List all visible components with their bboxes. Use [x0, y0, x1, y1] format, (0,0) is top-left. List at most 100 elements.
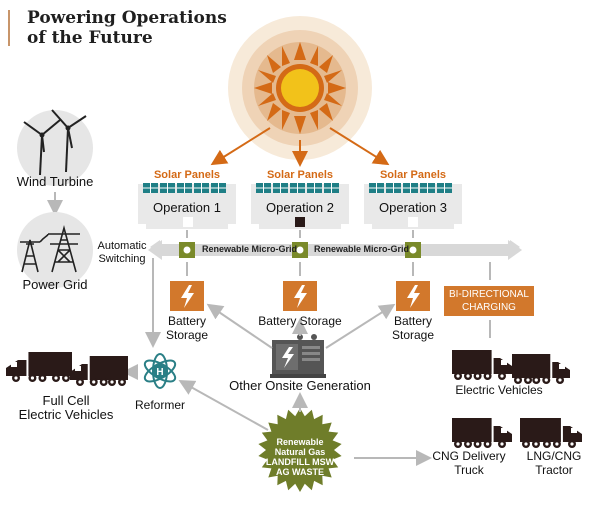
truck-hub [110, 380, 114, 384]
op1-solar-label: Solar Panels [153, 169, 221, 181]
truck-hub [456, 442, 460, 446]
reformer-icon-letter: H [156, 367, 163, 378]
truck-trailer [520, 418, 561, 442]
renewable-gas-label: Renewable Natural Gas LANDFILL MSW AG WA… [262, 437, 338, 477]
reformer-icon [143, 353, 177, 389]
truck-hub [466, 442, 470, 446]
gas-to-reformer-arrow [178, 380, 269, 431]
page-title: Powering Operations of the Future [27, 8, 247, 48]
truck-hub [500, 442, 504, 446]
electric-vehicles-label: Electric Vehicles [455, 383, 543, 397]
truck-trailer [512, 354, 551, 378]
truck-hub [476, 442, 480, 446]
truck-hub [516, 378, 520, 382]
title-line-2: of the Future [27, 28, 153, 48]
microgrid-nodes [179, 242, 421, 258]
truck-hub [456, 374, 460, 378]
ev-truck-2 [512, 354, 570, 384]
operation-2-label: Operation 2 [266, 200, 334, 215]
solar-panel-icon [143, 183, 452, 193]
truck-trailer [452, 350, 492, 374]
truck-hub [486, 442, 490, 446]
truck-hub [570, 442, 574, 446]
gen-to-battery3-arrow [325, 303, 396, 349]
truck-hub [544, 378, 548, 382]
battery-bolt [294, 285, 307, 308]
fuel-cell-label: Full Cell Electric Vehicles [8, 394, 124, 422]
truck-cab [493, 426, 512, 442]
truck-hub [555, 442, 559, 446]
truck-window [501, 360, 507, 365]
truck-hub [64, 376, 68, 380]
battery-2-line-1: Battery Storage [258, 314, 342, 328]
battery-1-line-2: Storage [165, 328, 209, 342]
truck-window [501, 428, 507, 433]
generator-icon [270, 334, 326, 378]
truck-cab [552, 362, 570, 378]
truck-hub [54, 376, 58, 380]
sun-icon [228, 16, 372, 160]
battery-3-line-2: Storage [391, 328, 435, 342]
truck-hub [534, 442, 538, 446]
truck-hub [534, 378, 538, 382]
truck-trailer [89, 356, 128, 380]
truck-cab [493, 358, 512, 374]
battery-icon [170, 281, 430, 311]
truck-cab [6, 360, 27, 376]
truck-hub [524, 442, 528, 446]
truck-window [571, 428, 577, 433]
truck-cab [70, 364, 88, 380]
title-line-1: Powering Operations [27, 8, 227, 28]
gas-burst-icon [258, 408, 342, 492]
truck-hub [486, 374, 490, 378]
onsite-generation-label: Other Onsite Generation [229, 378, 371, 393]
truck-hub [558, 378, 562, 382]
gas-line-1: Renewable [276, 437, 324, 447]
truck-window [559, 364, 565, 369]
fuel-cell-truck-2 [70, 356, 128, 386]
fuel-cell-truck-1 [6, 352, 72, 382]
truck-hub [500, 374, 504, 378]
battery-bolt [407, 285, 420, 308]
truck-hub [476, 374, 480, 378]
truck-hub [466, 374, 470, 378]
truck-hub [30, 376, 35, 380]
lng-tractor-line-2: Tractor [535, 463, 573, 477]
battery-3-line-1: Battery [393, 314, 432, 328]
lng-tractor [520, 418, 582, 448]
truck-trailer [452, 418, 492, 442]
sun-arrow-op1 [210, 127, 271, 166]
op3-solar-label: Solar Panels [379, 169, 447, 181]
gas-line-3: LANDFILL MSW [265, 457, 335, 467]
truck-hub [120, 380, 124, 384]
truck-trailer [28, 352, 72, 376]
automatic-switching-line-1: Automatic [97, 240, 147, 252]
lng-tractor-label: LNG/CNG Tractor [516, 449, 592, 477]
sun-arrow-op3 [329, 127, 390, 166]
truck-hub [526, 378, 530, 382]
power-grid-label: Power Grid [22, 277, 88, 292]
battery-1-line-1: Battery [167, 314, 206, 328]
microgrid-node-dot [183, 246, 191, 254]
truck-icon [6, 350, 582, 448]
truck-hub [40, 376, 45, 380]
gas-line-2: Natural Gas [274, 447, 326, 457]
bidirectional-line-1: BI-DIRECTIONAL [448, 289, 529, 300]
automatic-switching-line-2: Switching [98, 253, 146, 265]
op2-solar-label: Solar Panels [266, 169, 334, 181]
automatic-switching-label: Automatic Switching [94, 240, 150, 266]
cng-truck-line-2: Truck [454, 463, 484, 477]
truck-hub [545, 442, 549, 446]
battery-2-label: Battery Storage [250, 314, 350, 328]
truck-cab [562, 426, 582, 442]
operation-3-label: Operation 3 [379, 200, 447, 215]
wind-turbine-icon [17, 109, 93, 186]
truck-window [11, 362, 17, 367]
ev-truck-1 [452, 350, 512, 380]
microgrid-label-left: Renewable Micro-Grid [202, 244, 298, 254]
truck-hub [14, 376, 18, 380]
fuel-cell-line-1: Full Cell [42, 393, 90, 408]
operation-1-label: Operation 1 [153, 200, 221, 215]
wind-turbine-label: Wind Turbine [16, 174, 94, 189]
